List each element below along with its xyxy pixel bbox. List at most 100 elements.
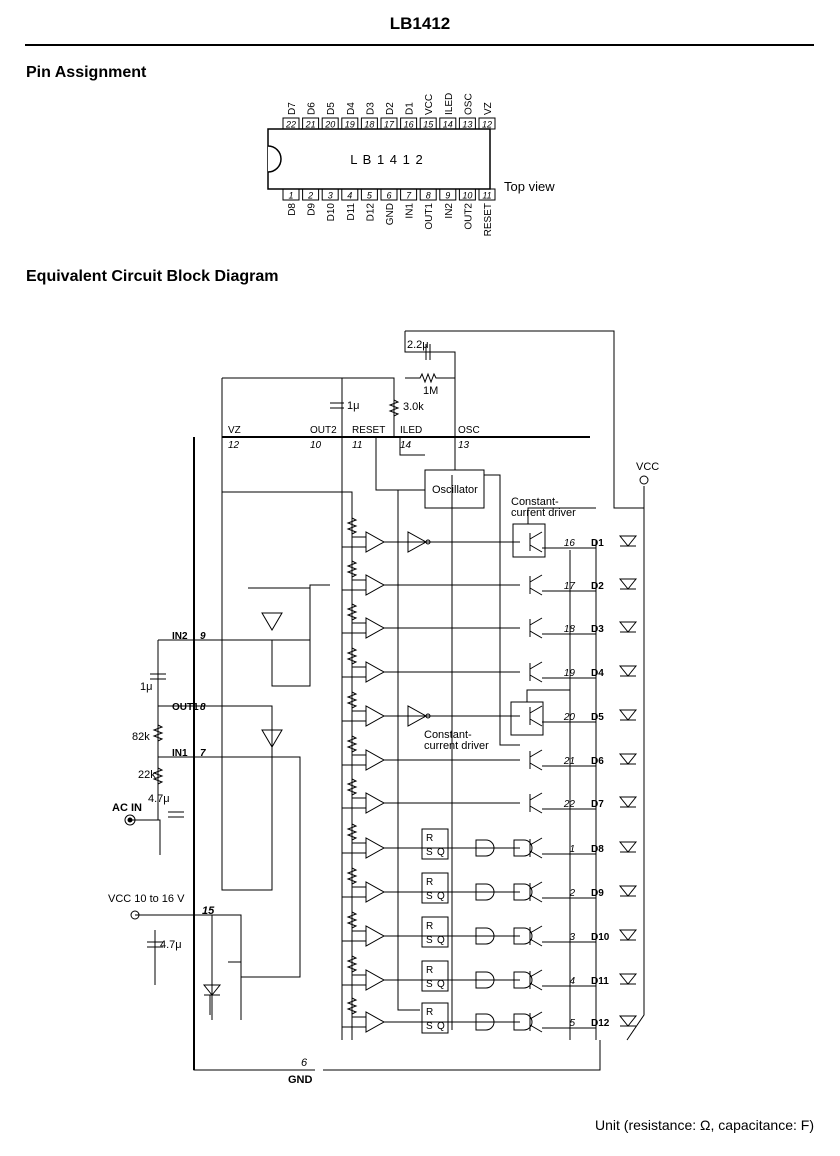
r-reset-value: 3.0k (403, 401, 424, 413)
led-diode (618, 753, 638, 765)
led-diode (618, 885, 638, 897)
output-pin-number: 5 (569, 1018, 575, 1029)
ladder-resistor (346, 647, 358, 665)
circuit-pin-name: OUT2 (310, 425, 337, 436)
bottom-pin-number: 9 (445, 191, 450, 201)
and-gate-1 (475, 839, 495, 857)
c-ac-value: 4.7μ (148, 793, 170, 805)
rs-latch-q: Q (437, 979, 445, 990)
capacitor-1u (330, 402, 344, 409)
ladder-resistor (346, 735, 358, 753)
top-pin-name: VCC (424, 94, 435, 115)
bottom-pin-box (341, 188, 359, 201)
wire (222, 491, 353, 1040)
circuit-left-pin-name: OUT1 (172, 702, 199, 713)
circuit-pin-number: 14 (400, 440, 412, 451)
output-transistor (529, 749, 543, 771)
top-pin-name: D4 (346, 102, 357, 115)
bottom-pin-box (302, 188, 320, 201)
driver-label-2a: Constant- (424, 729, 472, 741)
wire (194, 584, 330, 641)
circuit-pin-number: 13 (458, 440, 470, 451)
top-pin-name: D5 (326, 102, 337, 115)
input-opamp-1 (261, 612, 283, 631)
output-pin-number: 4 (569, 976, 575, 987)
ac-in-terminal-center (127, 817, 133, 823)
rs-latch (421, 872, 449, 904)
rs-latch-s: S (426, 847, 433, 858)
comparator (365, 574, 386, 596)
top-pin-name: OSC (463, 93, 474, 115)
led-diode (618, 841, 638, 853)
circuit-pin-name: RESET (352, 425, 385, 436)
ladder-resistor (346, 867, 358, 885)
output-pin-name: D1 (591, 538, 604, 549)
comparator (365, 661, 386, 683)
ladder-resistor (346, 778, 358, 796)
top-pin-name: VZ (483, 102, 494, 115)
constant-current-driver-1 (512, 523, 546, 558)
rs-latch-r: R (426, 877, 433, 888)
output-pin-number: 20 (563, 712, 576, 723)
rs-latch-r: R (426, 921, 433, 932)
bottom-pin-box (400, 188, 418, 201)
c-out2-value: 1μ (347, 400, 359, 412)
bottom-pin-name: D8 (287, 203, 298, 216)
output-pin-name: D5 (591, 712, 604, 723)
circuit-pin-number: 10 (310, 440, 322, 451)
resistor-3k (388, 399, 400, 417)
comparator-input (342, 622, 366, 634)
top-pin-number: 15 (423, 120, 434, 130)
r-82k-value: 82k (132, 731, 150, 743)
wire (130, 819, 161, 855)
output-transistor (529, 792, 543, 814)
output-transistor (529, 617, 543, 639)
pin-assignment-figure: L B 1 4 1 2 Top view 22D721D620D519D418D… (267, 93, 555, 236)
comparator (365, 531, 386, 553)
vcc-label: VCC (636, 461, 659, 473)
comparator-input (342, 1016, 366, 1028)
bottom-pin-name: RESET (483, 203, 494, 236)
rs-latch-s: S (426, 979, 433, 990)
chip-notch (267, 145, 282, 173)
top-pin-box (341, 117, 359, 130)
led-diode (618, 929, 638, 941)
rs-latch-q: Q (437, 891, 445, 902)
output-pin-number: 16 (564, 538, 576, 549)
bottom-pin-number: 8 (426, 191, 431, 201)
comparator (365, 881, 386, 903)
rs-latch-s: S (426, 1021, 433, 1032)
bottom-pin-number: 6 (386, 191, 391, 201)
bottom-pin-name: GND (385, 203, 396, 225)
rs-latch-s: S (426, 891, 433, 902)
ladder-resistor (346, 955, 358, 973)
bottom-pin-box (439, 188, 457, 201)
comparator-input (342, 579, 366, 591)
wire (626, 486, 645, 1041)
bottom-pin-box (419, 188, 437, 201)
and-gate-2 (513, 927, 533, 945)
top-pin-number: 20 (324, 120, 335, 130)
top-pin-box (321, 117, 339, 130)
gnd-pin-number: 6 (301, 1057, 308, 1069)
driver-label-1a: Constant- (511, 496, 559, 508)
capacitor-vcc (147, 941, 163, 948)
bottom-pin-box (360, 188, 378, 201)
bottom-pin-name: D9 (307, 203, 318, 216)
vcc-transistor (228, 950, 242, 975)
title-rule (25, 44, 814, 46)
output-transistor (529, 705, 543, 727)
and-gate-2 (513, 883, 533, 901)
top-pin-box (360, 117, 378, 130)
bottom-pin-number: 4 (347, 191, 352, 201)
driver-label-2b: current driver (424, 740, 489, 752)
rs-latch-r: R (426, 833, 433, 844)
ladder-resistor (346, 603, 358, 621)
bottom-pin-box (478, 188, 496, 201)
led-diode (618, 578, 638, 590)
bottom-pin-number: 5 (367, 191, 373, 201)
output-pin-number: 17 (564, 581, 576, 592)
top-pin-number: 12 (482, 120, 492, 130)
pin-assignment-heading: Pin Assignment (26, 64, 147, 81)
